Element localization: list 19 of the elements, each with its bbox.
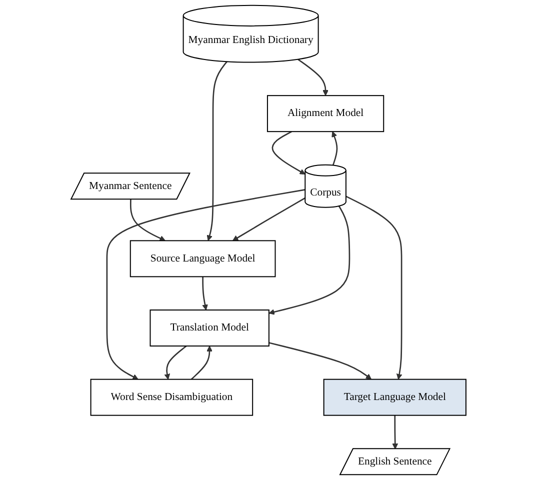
arrow <box>106 189 306 380</box>
arrow <box>272 130 306 175</box>
node-box: Target Language Model <box>323 378 466 416</box>
arrow <box>206 61 228 241</box>
arrow <box>298 58 328 96</box>
arrow <box>392 415 398 450</box>
arrow <box>130 199 166 242</box>
arrow <box>202 276 208 310</box>
arrow <box>268 342 372 380</box>
arrow <box>232 197 306 241</box>
arrow <box>190 346 212 380</box>
arrow <box>332 131 338 166</box>
node-box: Word Sense Disambiguation <box>90 378 254 416</box>
node-box: Translation Model <box>150 310 270 346</box>
arrow <box>268 206 350 315</box>
arrow <box>346 196 402 380</box>
node-box: Alignment Model <box>266 95 384 132</box>
arrow <box>164 345 187 380</box>
node-box: Source Language Model <box>130 240 276 278</box>
